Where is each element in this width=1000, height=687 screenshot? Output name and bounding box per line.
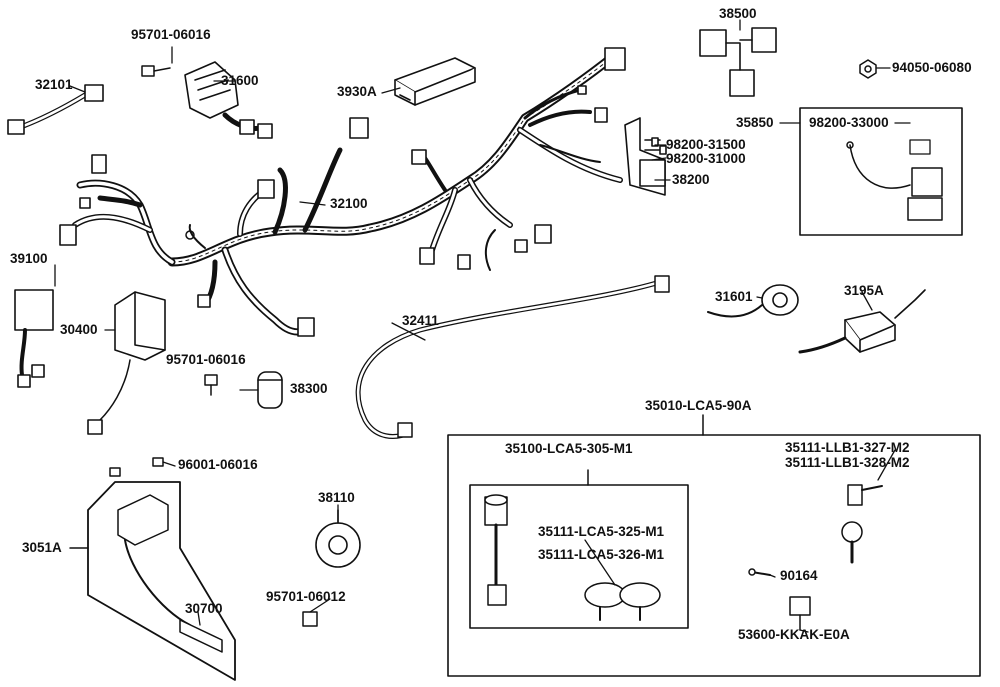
ignition-switch-31601 [707, 284, 799, 318]
label-31600: 31600 [221, 73, 259, 88]
label-30700: 30700 [185, 601, 223, 616]
label-35100-LCA5-305-M1: 35100-LCA5-305-M1 [505, 441, 633, 456]
part-38300 [257, 371, 283, 409]
label-3195A: 3195A [844, 283, 884, 298]
label-38200: 38200 [672, 172, 710, 187]
label-98200-33000: 98200-33000 [809, 115, 889, 130]
regulator-31600 [184, 61, 273, 139]
bolt-95701-06012 [302, 611, 318, 627]
label-95701-06016-lower: 95701-06016 [166, 352, 246, 367]
horn-38110 [315, 509, 361, 568]
label-35010-LCA5-90A: 35010-LCA5-90A [645, 398, 752, 413]
label-98200-31000: 98200-31000 [666, 151, 746, 166]
leader-lines [54, 19, 911, 633]
label-32411: 32411 [402, 313, 439, 328]
harness-connectors [59, 47, 626, 337]
label-35111-LCA5-326-M1: 35111-LCA5-326-M1 [538, 547, 665, 562]
lock-set-box-35010 [447, 414, 981, 677]
main-wiring-harness [72, 50, 623, 336]
unit-30400 [87, 291, 166, 435]
starter-relay-box-35850 [799, 107, 963, 236]
label-38300: 38300 [290, 381, 328, 396]
label-53600-KKAK-E0A: 53600-KKAK-E0A [738, 627, 850, 642]
label-30400: 30400 [60, 322, 98, 337]
label-35111-LLB1-327-M2: 35111-LLB1-327-M2 [785, 440, 910, 455]
cdi-3930A [394, 57, 476, 106]
part-3195A [798, 289, 926, 354]
label-38110: 38110 [318, 490, 355, 505]
relays-38500 [699, 27, 777, 97]
label-39100: 39100 [10, 251, 48, 266]
flasher-39100 [14, 289, 54, 388]
label-35850: 35850 [736, 115, 774, 130]
label-3051A: 3051A [22, 540, 62, 555]
label-94050-06080: 94050-06080 [892, 60, 972, 75]
label-38500: 38500 [719, 6, 757, 21]
label-35111-LCA5-325-M1: 35111-LCA5-325-M1 [538, 524, 665, 539]
cable-32411 [355, 275, 670, 439]
label-95701-06016-top: 95701-06016 [131, 27, 211, 42]
label-96001-06016: 96001-06016 [178, 457, 258, 472]
label-90164: 90164 [780, 568, 818, 583]
label-3930A: 3930A [337, 84, 377, 99]
part-32101-lead [7, 84, 104, 135]
label-35111-LLB1-328-M2: 35111-LLB1-328-M2 [785, 455, 910, 470]
label-95701-06012: 95701-06012 [266, 589, 346, 604]
label-32101: 32101 [35, 77, 73, 92]
ignition-coil-group-3051A [69, 457, 236, 681]
label-98200-31500: 98200-31500 [666, 137, 746, 152]
bolt-95701-06016-lower [204, 374, 218, 396]
nut-94050-06080 [859, 59, 877, 79]
fuse-box-38200 [624, 117, 667, 196]
label-31601: 31601 [715, 289, 753, 304]
label-32100: 32100 [330, 196, 368, 211]
bolt-95701-06016-top [141, 65, 171, 77]
